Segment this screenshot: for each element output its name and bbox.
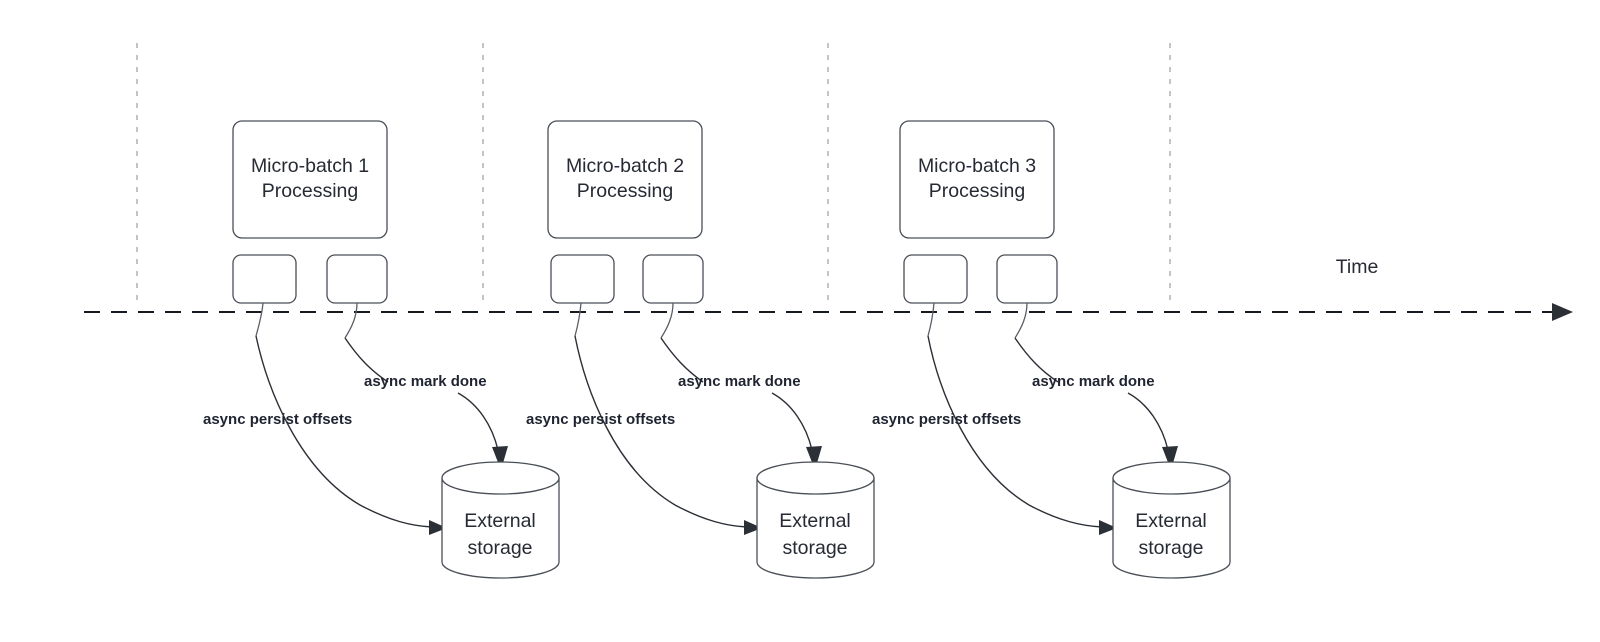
time-axis: Time bbox=[84, 256, 1573, 321]
micro-batch-1-box[interactable] bbox=[232, 120, 388, 239]
micro-batch-group-3: Micro-batch 3 Processing async persist o… bbox=[872, 120, 1231, 579]
external-storage-2[interactable]: External storage bbox=[756, 461, 875, 579]
persist-offsets-task-3[interactable] bbox=[903, 254, 968, 304]
async-mark-done-label-2: async mark done bbox=[678, 373, 801, 390]
external-storage-3-label-line-2: storage bbox=[1138, 537, 1203, 559]
external-storage-1-body bbox=[441, 477, 560, 579]
async-mark-done-arrowhead-2 bbox=[806, 446, 822, 470]
external-storage-3-top bbox=[1112, 461, 1231, 495]
external-storage-2-body bbox=[756, 477, 875, 579]
async-mark-done-curve-2b bbox=[771, 392, 813, 451]
micro-batch-2-box[interactable] bbox=[547, 120, 703, 239]
external-storage-1-label-line-2: storage bbox=[467, 537, 532, 559]
external-storage-2-top bbox=[756, 461, 875, 495]
async-persist-offsets-arrowhead-3 bbox=[1099, 520, 1117, 535]
mark-done-task-2[interactable] bbox=[642, 254, 704, 304]
async-persist-offsets-curve-1 bbox=[255, 335, 433, 528]
async-mark-done-curve-1 bbox=[344, 337, 389, 383]
async-persist-offsets-label-3: async persist offsets bbox=[872, 411, 1021, 428]
external-storage-1-label-line-1: External bbox=[464, 510, 536, 532]
external-storage-3-label-line-1: External bbox=[1135, 510, 1207, 532]
async-persist-offsets-curve-2 bbox=[574, 335, 748, 528]
persist-offsets-task-2[interactable] bbox=[550, 254, 615, 304]
async-persist-offsets-label-1: async persist offsets bbox=[203, 411, 352, 428]
micro-batch-1-label-line-2: Processing bbox=[262, 180, 358, 202]
external-storage-1-top bbox=[441, 461, 560, 495]
mark-done-stub-3 bbox=[1014, 302, 1028, 339]
async-mark-done-label-3: async mark done bbox=[1032, 373, 1155, 390]
async-mark-done-curve-1b bbox=[457, 392, 499, 451]
external-storage-1[interactable]: External storage bbox=[441, 461, 560, 579]
external-storage-3-body bbox=[1112, 477, 1231, 579]
micro-batch-2-label-line-2: Processing bbox=[577, 180, 673, 202]
micro-batch-1-label-line-1: Micro-batch 1 bbox=[251, 155, 369, 177]
external-storage-2-label-line-1: External bbox=[779, 510, 851, 532]
persist-offsets-task-1[interactable] bbox=[232, 254, 297, 304]
micro-batch-2-label-line-1: Micro-batch 2 bbox=[566, 155, 684, 177]
persist-offsets-stub-1 bbox=[255, 302, 264, 337]
persist-offsets-stub-3 bbox=[927, 302, 935, 337]
micro-batch-3-label-line-2: Processing bbox=[929, 180, 1025, 202]
async-mark-done-label-1: async mark done bbox=[364, 373, 487, 390]
async-persist-offsets-label-2: async persist offsets bbox=[526, 411, 675, 428]
micro-batch-group-1: Micro-batch 1 Processing async persist o… bbox=[203, 120, 560, 579]
time-axis-label: Time bbox=[1336, 256, 1379, 278]
mark-done-stub-2 bbox=[660, 302, 674, 339]
async-persist-offsets-arrowhead-2 bbox=[744, 520, 762, 535]
micro-batch-group-2: Micro-batch 2 Processing async persist o… bbox=[526, 120, 875, 579]
async-mark-done-curve-3b bbox=[1127, 392, 1169, 451]
micro-batch-3-box[interactable] bbox=[899, 120, 1055, 239]
external-storage-2-label-line-2: storage bbox=[782, 537, 847, 559]
async-mark-done-curve-3 bbox=[1014, 337, 1059, 383]
async-mark-done-arrowhead-1 bbox=[492, 446, 508, 470]
time-axis-arrowhead bbox=[1552, 303, 1573, 321]
async-mark-done-arrowhead-3 bbox=[1162, 446, 1178, 470]
mark-done-task-1[interactable] bbox=[326, 254, 388, 304]
persist-offsets-stub-2 bbox=[574, 302, 582, 337]
external-storage-3[interactable]: External storage bbox=[1112, 461, 1231, 579]
async-persist-offsets-curve-3 bbox=[927, 335, 1103, 528]
mark-done-stub-1 bbox=[344, 302, 358, 339]
async-persist-offsets-arrowhead-1 bbox=[429, 520, 447, 535]
async-mark-done-curve-2 bbox=[660, 337, 704, 383]
mark-done-task-3[interactable] bbox=[996, 254, 1058, 304]
micro-batch-3-label-line-1: Micro-batch 3 bbox=[918, 155, 1036, 177]
